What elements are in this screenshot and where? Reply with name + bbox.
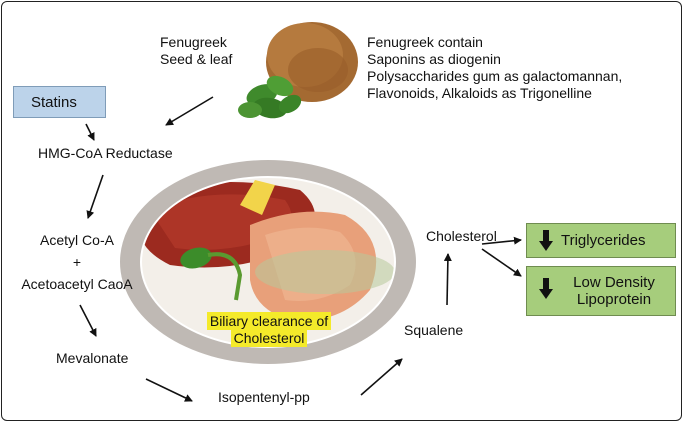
biliary-line-1: Biliary clearance of bbox=[206, 312, 332, 330]
liver-stomach-image bbox=[120, 160, 416, 364]
down-arrow-icon bbox=[539, 278, 553, 299]
acetyl-coa-label: Acetyl Co-A bbox=[40, 232, 114, 248]
fenugreek-label: Fenugreek Seed & leaf bbox=[160, 34, 232, 68]
arrow-mevalonate-to-isopentenyl bbox=[145, 378, 193, 402]
triglycerides-label: Triglycerides bbox=[561, 232, 646, 249]
fenugreek-line-1: Fenugreek bbox=[160, 34, 227, 50]
arrow-fenugreek-to-hmg bbox=[165, 96, 214, 126]
isopentenyl-pp-label: Isopentenyl-pp bbox=[218, 389, 310, 405]
cholesterol-label: Cholesterol bbox=[426, 228, 497, 244]
arrow-cholesterol-to-triglycerides bbox=[481, 236, 522, 245]
arrow-cholesterol-to-ldl bbox=[481, 248, 522, 277]
biliary-clearance-label: Biliary clearance of Cholesterol bbox=[195, 312, 343, 347]
arrow-acetoacetyl-to-mevalonate bbox=[79, 304, 97, 337]
biliary-line-2: Cholesterol bbox=[230, 329, 308, 347]
down-arrow-icon bbox=[539, 230, 553, 251]
contents-line-3: Polysaccharides gum as galactomannan, bbox=[367, 68, 623, 84]
hmg-coa-reductase-label: HMG-CoA Reductase bbox=[38, 145, 173, 161]
ldl-label: Low Density Lipoprotein bbox=[559, 274, 669, 308]
acetoacetyl-coa-label: Acetoacetyl CaoA bbox=[21, 276, 133, 292]
acetyl-coa-group: Acetyl Co-A + Acetoacetyl CaoA bbox=[8, 232, 146, 293]
contents-line-4: Flavonoids, Alkaloids as Trigonelline bbox=[367, 85, 592, 101]
contents-line-2: Saponins as diogenin bbox=[367, 51, 501, 67]
fenugreek-contents: Fenugreek contain Saponins as diogenin P… bbox=[367, 34, 622, 102]
contents-line-1: Fenugreek contain bbox=[367, 34, 483, 50]
arrow-squalene-to-cholesterol bbox=[443, 253, 452, 306]
squalene-label: Squalene bbox=[404, 322, 464, 338]
plus-sign: + bbox=[72, 254, 82, 270]
ldl-box: Low Density Lipoprotein bbox=[526, 266, 676, 316]
arrow-isopentenyl-to-squalene bbox=[360, 358, 403, 396]
arrow-statins-to-hmg bbox=[85, 123, 95, 141]
triglycerides-box: Triglycerides bbox=[526, 223, 676, 258]
ldl-line-2: Lipoprotein bbox=[576, 291, 652, 308]
ldl-line-1: Low Density bbox=[573, 274, 655, 291]
fenugreek-leaf-image bbox=[238, 75, 302, 119]
fenugreek-line-2: Seed & leaf bbox=[160, 51, 233, 67]
statins-box: Statins bbox=[13, 86, 106, 118]
arrow-hmg-to-acetyl bbox=[86, 174, 104, 219]
mevalonate-label: Mevalonate bbox=[56, 350, 129, 366]
statins-label: Statins bbox=[31, 94, 77, 111]
